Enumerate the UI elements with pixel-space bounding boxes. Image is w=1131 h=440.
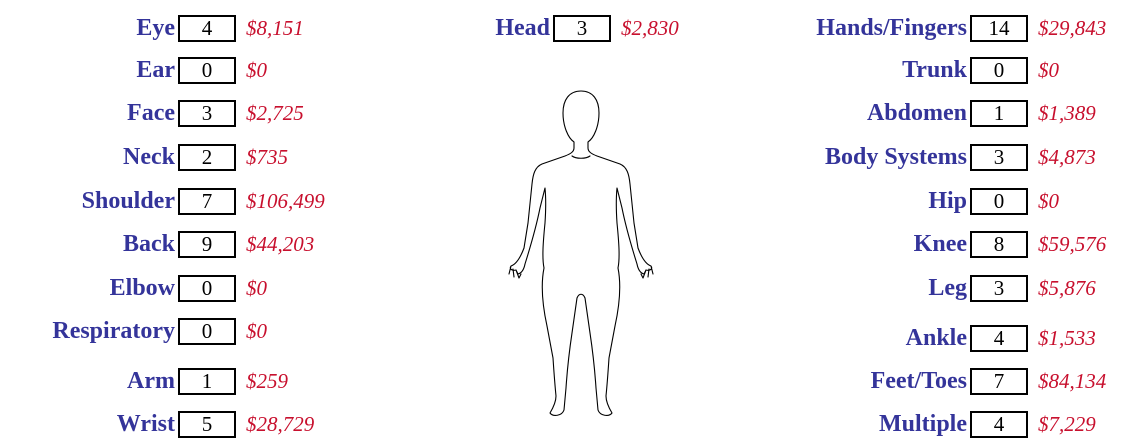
- injury-count-box: 3: [553, 14, 611, 42]
- injury-cost: $1,533: [1038, 325, 1096, 350]
- injury-cost: $0: [246, 318, 267, 343]
- body-part-body-systems: Body Systems 3 $4,873: [700, 142, 1096, 172]
- body-part-leg: Leg 3 $5,876: [700, 273, 1096, 303]
- injury-count-box: 8: [970, 230, 1028, 258]
- body-part-label: Leg: [928, 275, 967, 301]
- injury-cost: $0: [246, 57, 267, 82]
- body-part-label: Trunk: [902, 57, 967, 83]
- injury-cost: $106,499: [246, 188, 325, 213]
- injury-cost: $28,729: [246, 411, 315, 436]
- injury-count-box: 4: [970, 324, 1028, 352]
- body-part-label: Feet/Toes: [870, 368, 967, 394]
- body-part-abdomen: Abdomen 1 $1,389: [700, 98, 1096, 128]
- injury-cost: $259: [246, 368, 288, 393]
- body-part-label: Ear: [136, 57, 175, 83]
- body-part-label: Hip: [928, 188, 967, 214]
- body-part-neck: Neck 2 $735: [0, 142, 288, 172]
- body-part-label: Hands/Fingers: [816, 15, 967, 41]
- body-part-head: Head 3 $2,830: [470, 13, 679, 43]
- body-part-ear: Ear 0 $0: [0, 55, 267, 85]
- injury-cost: $2,830: [621, 15, 679, 40]
- injury-cost: $1,389: [1038, 100, 1096, 125]
- body-part-label: Arm: [127, 368, 175, 394]
- body-part-hands-fingers: Hands/Fingers 14 $29,843: [700, 13, 1106, 43]
- body-part-label: Neck: [123, 144, 175, 170]
- injury-count-box: 3: [970, 274, 1028, 302]
- body-part-label: Knee: [913, 231, 967, 257]
- body-part-label: Shoulder: [81, 188, 175, 214]
- injury-cost: $7,229: [1038, 411, 1096, 436]
- injury-count-box: 7: [970, 367, 1028, 395]
- body-part-feet-toes: Feet/Toes 7 $84,134: [700, 366, 1106, 396]
- injury-count-box: 2: [178, 143, 236, 171]
- body-part-trunk: Trunk 0 $0: [700, 55, 1059, 85]
- body-part-label: Ankle: [905, 325, 967, 351]
- body-part-back: Back 9 $44,203: [0, 229, 314, 259]
- body-part-elbow: Elbow 0 $0: [0, 273, 267, 303]
- injury-count-box: 14: [970, 14, 1028, 42]
- injury-cost: $2,725: [246, 100, 304, 125]
- injury-cost: $8,151: [246, 15, 304, 40]
- injury-count-box: 0: [970, 56, 1028, 84]
- body-part-wrist: Wrist 5 $28,729: [0, 409, 314, 439]
- injury-count-box: 4: [970, 410, 1028, 438]
- injury-cost: $84,134: [1038, 368, 1107, 393]
- body-part-knee: Knee 8 $59,576: [700, 229, 1106, 259]
- injury-cost: $0: [246, 275, 267, 300]
- body-part-label: Respiratory: [52, 318, 175, 344]
- human-body-outline-icon: [508, 90, 654, 416]
- injury-count-box: 0: [178, 317, 236, 345]
- body-part-hip: Hip 0 $0: [700, 186, 1059, 216]
- injury-cost: $29,843: [1038, 15, 1107, 40]
- body-part-label: Elbow: [109, 275, 175, 301]
- injury-cost: $735: [246, 144, 288, 169]
- injury-count-box: 4: [178, 14, 236, 42]
- injury-cost: $0: [1038, 188, 1059, 213]
- injury-cost: $4,873: [1038, 144, 1096, 169]
- body-part-label: Abdomen: [866, 100, 967, 126]
- body-part-label: Eye: [136, 15, 175, 41]
- body-part-arm: Arm 1 $259: [0, 366, 288, 396]
- body-part-respiratory: Respiratory 0 $0: [0, 316, 267, 346]
- body-part-label: Wrist: [116, 411, 175, 437]
- injury-cost: $5,876: [1038, 275, 1096, 300]
- body-part-label: Face: [127, 100, 175, 126]
- injury-cost: $59,576: [1038, 231, 1107, 256]
- body-part-multiple: Multiple 4 $7,229: [700, 409, 1096, 439]
- injury-count-box: 1: [178, 367, 236, 395]
- injury-cost: $44,203: [246, 231, 315, 256]
- injury-count-box: 3: [970, 143, 1028, 171]
- injury-count-box: 0: [970, 187, 1028, 215]
- injury-count-box: 3: [178, 99, 236, 127]
- injury-count-box: 0: [178, 56, 236, 84]
- injury-count-box: 7: [178, 187, 236, 215]
- body-part-face: Face 3 $2,725: [0, 98, 304, 128]
- body-part-label: Head: [495, 15, 550, 41]
- body-part-shoulder: Shoulder 7 $106,499: [0, 186, 325, 216]
- body-part-label: Multiple: [879, 411, 967, 437]
- injury-count-box: 5: [178, 410, 236, 438]
- injury-count-box: 0: [178, 274, 236, 302]
- injury-count-box: 1: [970, 99, 1028, 127]
- injury-count-box: 9: [178, 230, 236, 258]
- body-part-ankle: Ankle 4 $1,533: [700, 323, 1096, 353]
- injury-cost: $0: [1038, 57, 1059, 82]
- body-part-eye: Eye 4 $8,151: [0, 13, 304, 43]
- body-part-label: Back: [122, 231, 175, 257]
- body-part-label: Body Systems: [824, 144, 967, 170]
